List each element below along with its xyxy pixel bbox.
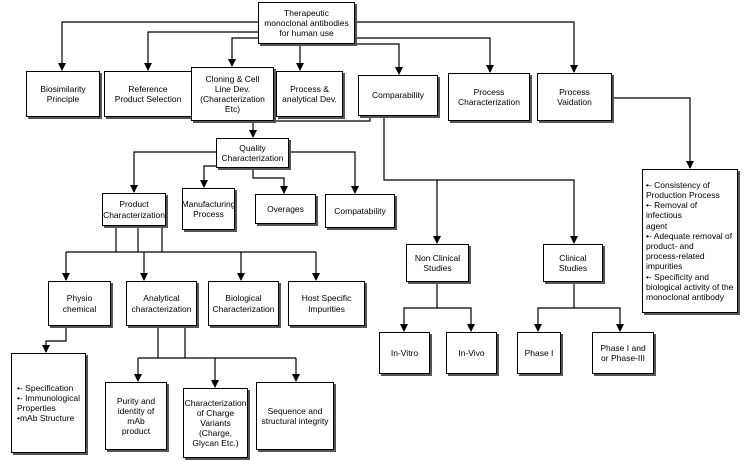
cloning-node: Cloning & Cell Line Dev. (Characterizati… bbox=[191, 67, 274, 121]
charge-variants-node: Characterization of Charge Variants (Cha… bbox=[183, 388, 248, 458]
purity-identity-node: Purity and identity of mAb product bbox=[105, 382, 167, 450]
in-vivo-node: In-Vivo bbox=[446, 332, 497, 374]
sequence-integrity-node: Sequence and structural integrity bbox=[256, 382, 334, 450]
in-vitro-node: In-Vitro bbox=[379, 332, 430, 374]
phase-2-3-node: Phase I and or Phase-III bbox=[592, 332, 654, 374]
process-validation-detail-node: •- Consistency of Production Process •- … bbox=[642, 169, 738, 313]
process-dev-node: Process & analytical Dev. bbox=[276, 71, 343, 117]
physio-detail-node: •- Specification •- Immunological Proper… bbox=[11, 353, 86, 453]
process-validation-node: Process Vaidation bbox=[537, 73, 612, 121]
reference-node: Reference Product Selection bbox=[104, 71, 192, 117]
host-specific-impurities-node: Host Specific Impurities bbox=[288, 281, 365, 326]
quality-characterization-node: Quality Characterization bbox=[216, 138, 289, 168]
analytical-characterization-node: Analytical characterization bbox=[126, 281, 197, 326]
product-characterization-node: Product Characterization bbox=[102, 193, 166, 226]
compatability-node: Compatability bbox=[325, 194, 395, 228]
physio-chemical-node: Physio chemical bbox=[48, 281, 111, 326]
process-characterization-node: Process Characterization bbox=[448, 73, 530, 121]
manufacturing-process-node: Manufacturing Process bbox=[182, 188, 235, 230]
root-node: Therapeutic monoclonal antibodies for hu… bbox=[258, 2, 355, 44]
clinical-studies-node: Clinical Studies bbox=[543, 244, 603, 282]
overages-node: Overages bbox=[255, 194, 316, 224]
phase-1-node: Phase I bbox=[517, 332, 561, 374]
biosimilarity-node: Biosimilarity Principle bbox=[26, 71, 100, 117]
comparability-node: Comparability bbox=[358, 75, 438, 116]
non-clinical-studies-node: Non Clinical Studies bbox=[406, 244, 469, 282]
biological-characterization-node: Biological Characterization bbox=[208, 281, 279, 326]
